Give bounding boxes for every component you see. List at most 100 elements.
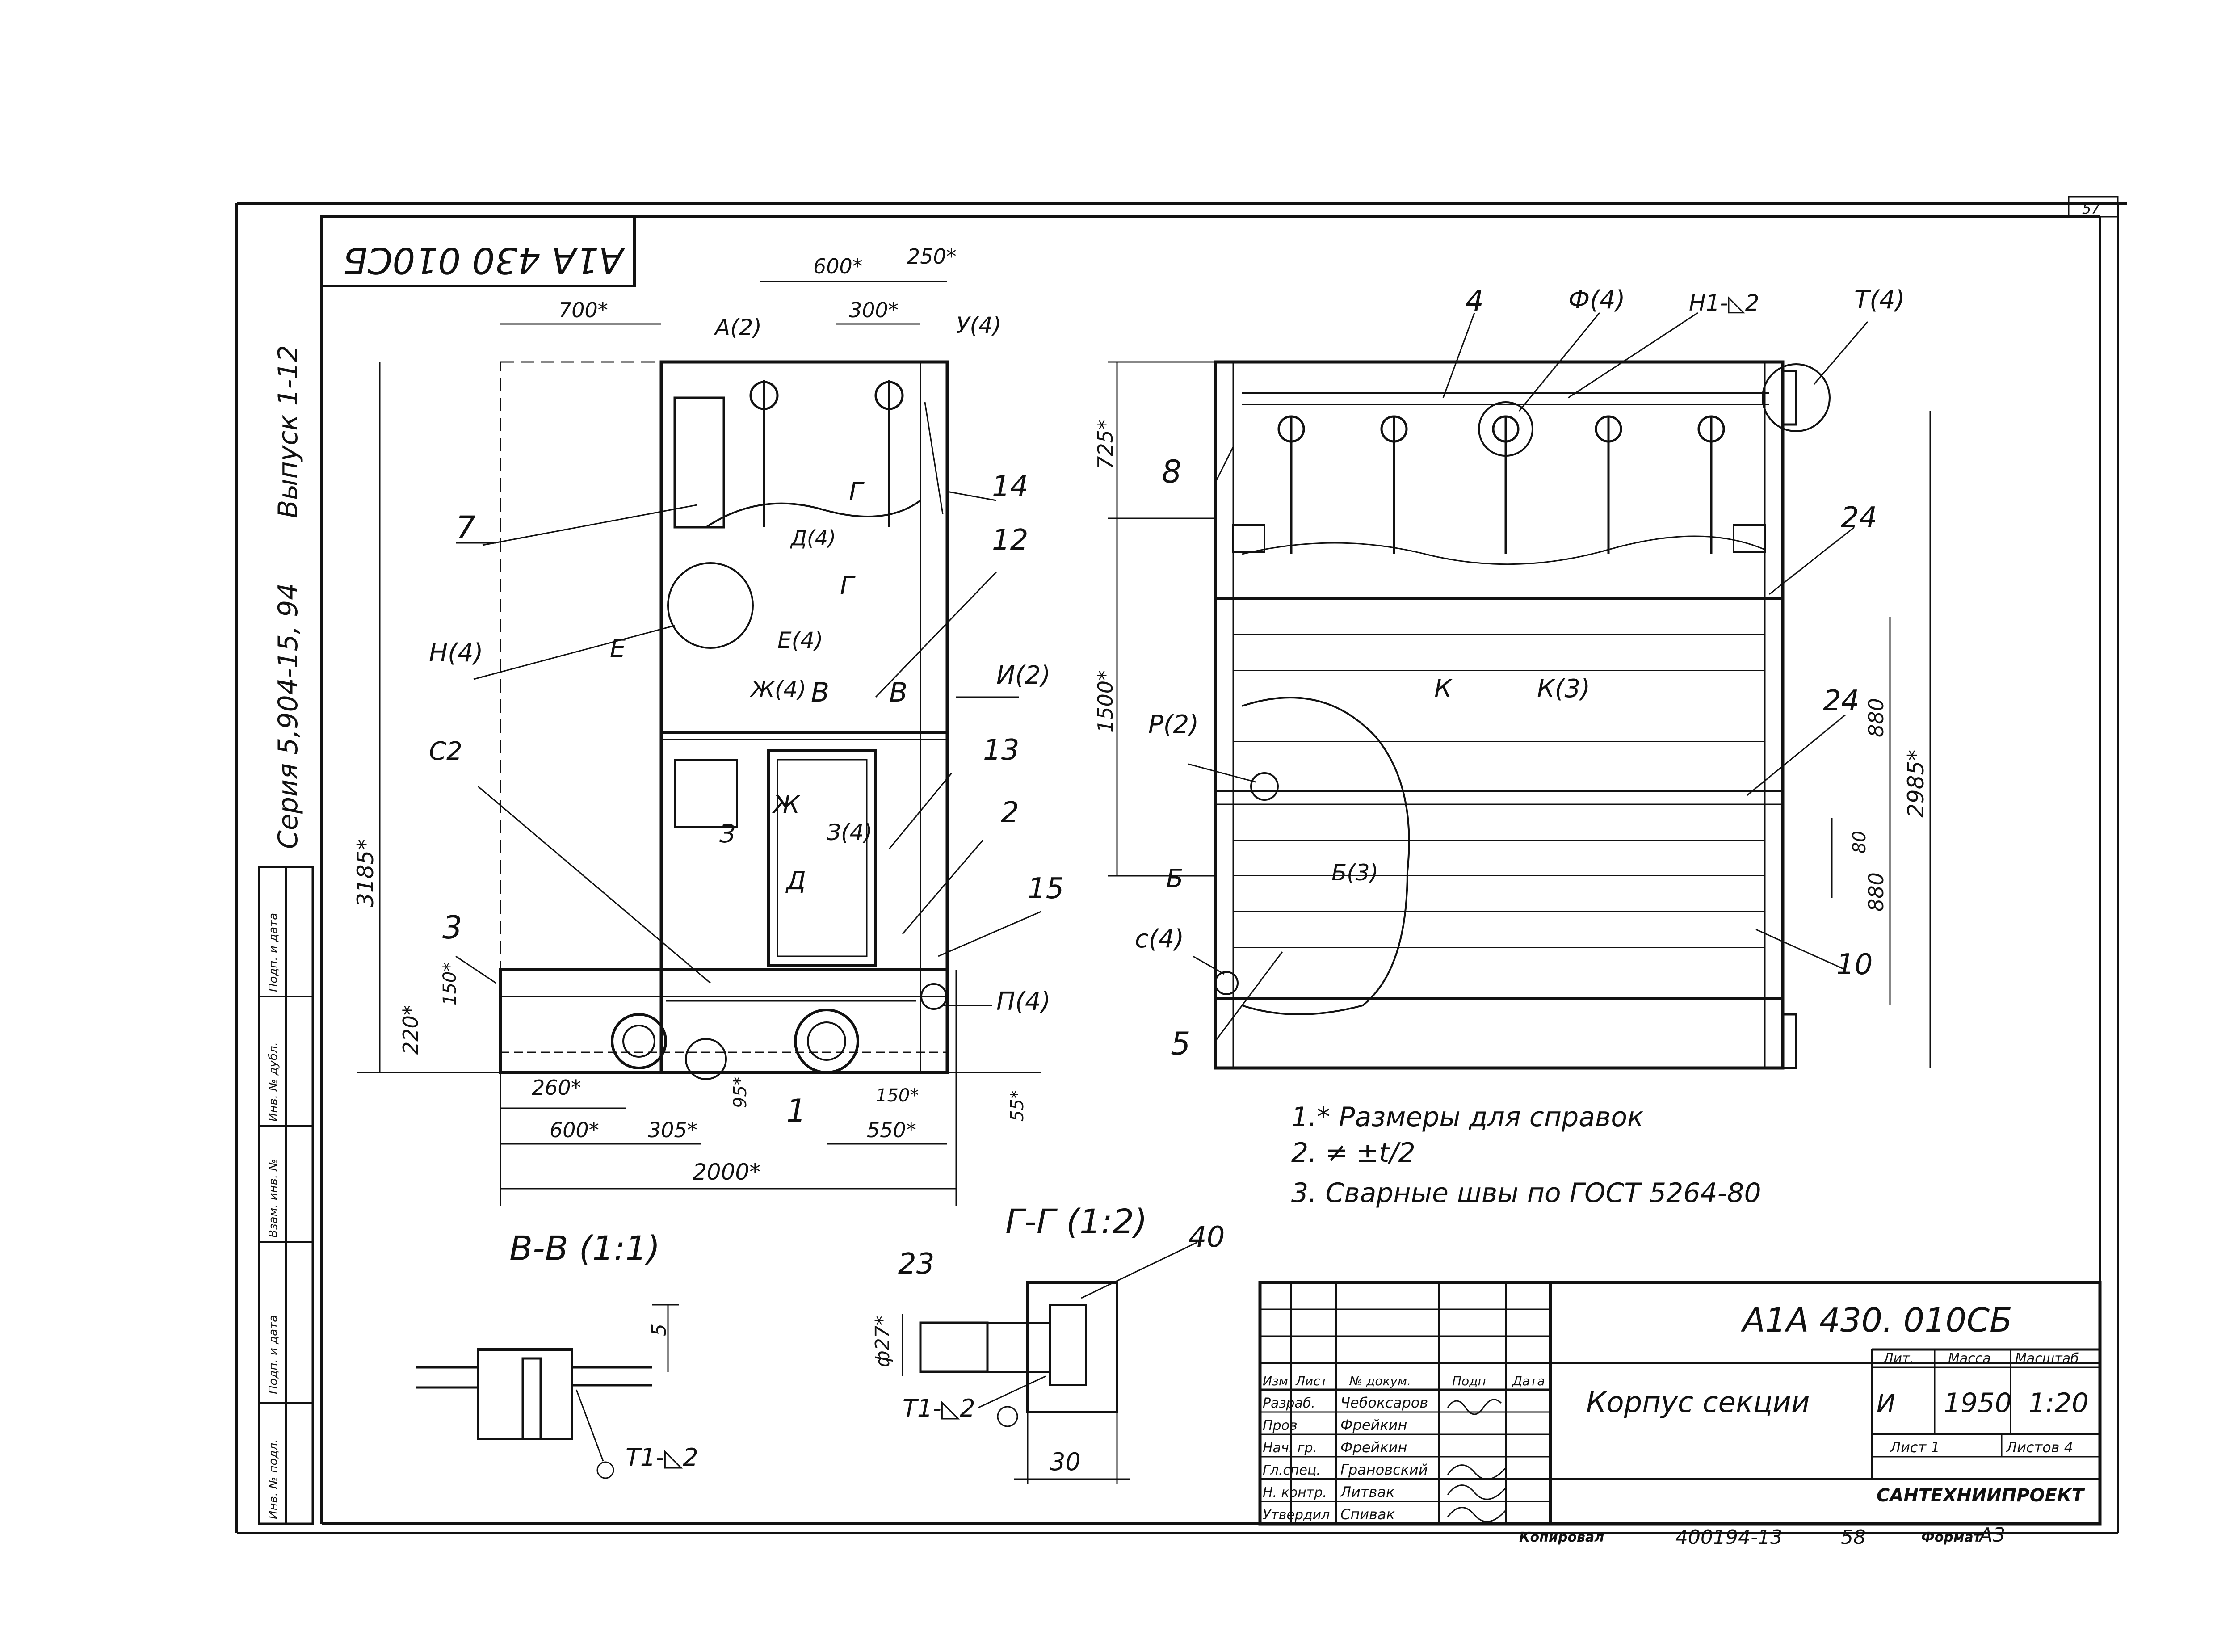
callout-3: 3 <box>442 909 462 946</box>
stamp-inv-podl: Инв. № подл. <box>267 1439 280 1519</box>
callout-B: В <box>811 677 829 708</box>
dim-2985: 2985* <box>1903 750 1929 818</box>
callout-T4: Т(4) <box>1854 286 1905 315</box>
dim-150-h: 150* <box>876 1085 919 1106</box>
section-vv-weld: Т1-◺2 <box>626 1443 698 1471</box>
section-vv-dim5: 5 <box>648 1324 671 1336</box>
callout-8: 8 <box>1162 454 1182 490</box>
tb-h-izm: Изм <box>1263 1374 1288 1388</box>
note-1: 1.* Размеры для справок <box>1291 1101 1643 1133</box>
tb-role-5: Утвердил <box>1263 1507 1330 1523</box>
tb-mass-label: Масса <box>1948 1351 1991 1366</box>
callout-Zh: Ж <box>772 790 801 820</box>
section-gg-23: 23 <box>898 1248 934 1281</box>
section-gg-40: 40 <box>1188 1221 1225 1254</box>
left-view-dims <box>357 281 1041 1206</box>
series-vertical: Серия 5,904-15, 94 Выпуск 1-12 <box>273 345 304 849</box>
dim-300: 300* <box>849 298 899 322</box>
tb-name-5: Спивак <box>1340 1506 1395 1523</box>
dim-150-v: 150* <box>440 963 460 1005</box>
dim-80: 80 <box>1849 831 1870 853</box>
callout-D4: Д(4) <box>790 526 836 550</box>
callout-U4: У(4) <box>956 312 1001 338</box>
callout-13: 13 <box>983 734 1019 767</box>
callout-B-right: Б <box>1166 864 1183 893</box>
bottom-copied: Копировал <box>1519 1530 1604 1545</box>
dim-260: 260* <box>532 1076 581 1100</box>
left-view <box>499 360 949 1080</box>
section-gg-weld: Т1-◺2 <box>903 1394 975 1422</box>
dim-880-bottom: 880 <box>1864 872 1888 912</box>
tb-org: САНТЕХНИИПРОЕКТ <box>1877 1485 2085 1506</box>
dim-3185: 3185* <box>353 839 378 907</box>
left-view-leaders <box>455 491 1041 1006</box>
dim-600-bottom: 600* <box>550 1118 599 1142</box>
callout-G2: Г <box>840 572 856 601</box>
callout-10: 10 <box>1836 948 1873 981</box>
callout-Z4: З(4) <box>827 820 873 845</box>
dim-725: 725* <box>1093 420 1117 469</box>
tb-name-0: Чебоксаров <box>1340 1394 1428 1411</box>
callout-R2: Р(2) <box>1148 710 1199 739</box>
section-gg <box>902 1241 1198 1484</box>
callout-C2: С2 <box>429 737 462 766</box>
code-box-upside <box>320 215 636 287</box>
right-view <box>1214 360 1831 1070</box>
callout-4: 4 <box>1466 285 1484 318</box>
callout-2: 2 <box>1001 796 1019 829</box>
manifold-pipes <box>1277 415 1725 554</box>
section-gg-30: 30 <box>1050 1448 1081 1476</box>
callout-K: К <box>1434 674 1453 703</box>
stamp-vzam: Взам. инв. № <box>267 1159 280 1238</box>
dim-95: 95* <box>730 1076 751 1108</box>
callout-7: 7 <box>456 509 476 546</box>
dim-880-top: 880 <box>1864 698 1888 737</box>
tb-h-dokum: № докум. <box>1348 1374 1411 1388</box>
note-2: 2. ≠ ±t/2 <box>1291 1137 1415 1169</box>
section-vv <box>416 1304 679 1479</box>
fins-mid <box>1233 634 1765 948</box>
callout-D: Д <box>785 866 806 895</box>
tb-scale: 1:20 <box>2028 1387 2089 1419</box>
signatures <box>1447 1399 1507 1522</box>
tb-name-1: Фрейкин <box>1340 1417 1407 1433</box>
callout-24-upper: 24 <box>1841 501 1877 534</box>
sheet-number: 57 <box>2082 200 2100 217</box>
tb-h-podp: Подп <box>1452 1374 1486 1388</box>
tb-role-2: Нач. гр. <box>1263 1440 1317 1456</box>
dim-1500: 1500* <box>1093 670 1117 733</box>
callout-F4: Ф(4) <box>1568 286 1625 315</box>
tb-role-1: Пров <box>1263 1418 1298 1433</box>
callout-B3: Б(3) <box>1331 860 1378 886</box>
right-view-dims <box>1108 361 1931 1068</box>
tb-name-3: Грановский <box>1340 1461 1428 1478</box>
stamp-inv-dubl: Инв. № дубл. <box>267 1042 280 1122</box>
bottom-format-label: Формат <box>1921 1530 1982 1545</box>
callout-Zh4: Ж(4) <box>749 677 806 702</box>
tb-mass: 1950 <box>1944 1387 2012 1419</box>
stamp-podp-2: Подп. и дата <box>267 913 280 992</box>
tb-lit: И <box>1877 1389 1895 1418</box>
dim-250: 250* <box>907 244 957 269</box>
tb-scale-label: Масштаб <box>2015 1351 2079 1366</box>
series-text: Серия 5,904-15, 94 <box>273 583 304 849</box>
issue-text: Выпуск 1-12 <box>273 345 304 518</box>
callout-1: 1 <box>786 1093 806 1129</box>
title-block <box>1258 1281 2102 1526</box>
dim-700: 700* <box>558 298 608 322</box>
bottom-page: 58 <box>1841 1526 1866 1549</box>
dim-2000: 2000* <box>693 1159 760 1185</box>
dim-220: 220* <box>399 1005 423 1055</box>
callout-I2: И(2) <box>996 661 1050 690</box>
code-upside-text: А1А 430 010СБ <box>343 240 626 281</box>
callout-A2: А(2) <box>714 315 762 340</box>
callout-H4: Н(4) <box>429 639 483 668</box>
dim-600-top: 600* <box>813 254 863 278</box>
section-vv-title: В-В (1:1) <box>509 1228 660 1268</box>
callout-H1: Н1-◺2 <box>1689 290 1759 316</box>
callout-G: Г <box>849 478 865 507</box>
left-stamp-strip: Инв. № подл. Подп. и дата Взам. инв. № И… <box>258 866 314 1525</box>
callout-5: 5 <box>1171 1026 1191 1062</box>
tb-lit-label: Лит. <box>1883 1351 1914 1366</box>
